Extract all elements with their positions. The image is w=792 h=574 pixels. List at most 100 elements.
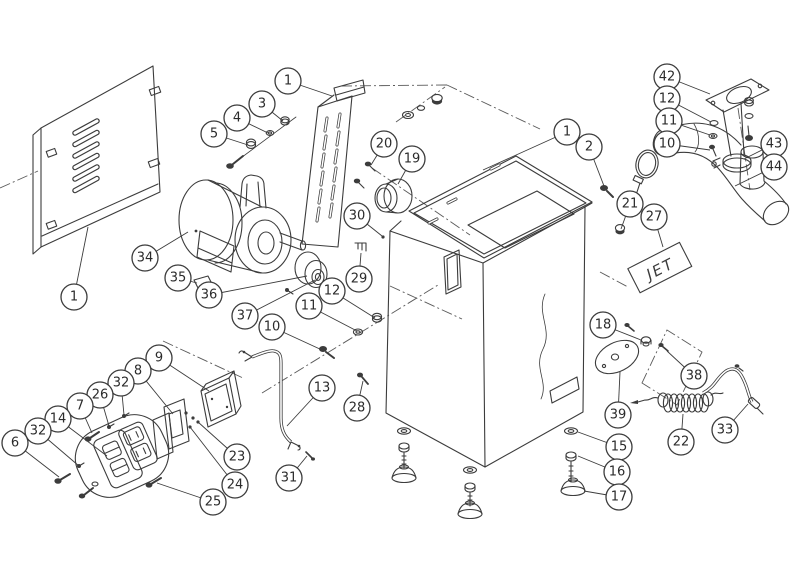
callout-36: 36 xyxy=(195,275,308,309)
callout-10: 10 xyxy=(258,313,323,351)
switch-box xyxy=(200,370,242,428)
svg-text:44: 44 xyxy=(766,160,783,175)
foot-assembly-right xyxy=(560,427,586,497)
switch-box-screws xyxy=(54,411,200,499)
callout-6: 6 xyxy=(1,429,60,478)
svg-text:33: 33 xyxy=(717,423,734,438)
svg-text:12: 12 xyxy=(324,284,341,299)
svg-text:24: 24 xyxy=(227,478,244,493)
svg-text:25: 25 xyxy=(205,495,222,510)
svg-text:39: 39 xyxy=(610,408,627,423)
callout-3: 3 xyxy=(248,90,284,122)
svg-text:32: 32 xyxy=(30,424,47,439)
callout-32: 32 xyxy=(24,417,80,467)
receptacle xyxy=(118,421,158,471)
svg-text:1: 1 xyxy=(563,125,571,140)
mount-plate-assembly xyxy=(594,323,669,375)
svg-text:8: 8 xyxy=(134,364,142,379)
svg-text:31: 31 xyxy=(281,471,298,486)
svg-text:11: 11 xyxy=(301,299,318,314)
callouts-layer: 1134520193029121110343536371221274212111… xyxy=(1,63,788,516)
svg-text:42: 42 xyxy=(659,70,676,85)
svg-text:20: 20 xyxy=(376,137,393,152)
svg-text:3: 3 xyxy=(258,97,266,112)
callout-24: 24 xyxy=(189,426,249,499)
callout-31: 31 xyxy=(275,455,308,492)
svg-text:13: 13 xyxy=(314,381,331,396)
callout-25: 25 xyxy=(156,482,227,516)
svg-text:26: 26 xyxy=(92,388,109,403)
foot-assembly-left xyxy=(391,427,417,484)
callout-34: 34 xyxy=(131,231,189,272)
callout-30: 30 xyxy=(343,202,383,237)
cabinet-sticker xyxy=(443,249,462,295)
svg-text:1: 1 xyxy=(70,290,78,305)
switch-box-assembly xyxy=(54,370,242,499)
callout-13: 13 xyxy=(286,374,336,427)
svg-text:1: 1 xyxy=(284,74,292,89)
clip-29 xyxy=(354,242,367,252)
louvered-panel xyxy=(32,65,162,255)
svg-text:10: 10 xyxy=(264,320,281,335)
callout-12: 12 xyxy=(318,277,376,319)
callout-33: 33 xyxy=(711,403,749,444)
motor xyxy=(178,174,307,289)
svg-text:43: 43 xyxy=(766,137,783,152)
switch-plate xyxy=(93,429,143,489)
callout-28: 28 xyxy=(343,380,371,422)
svg-text:19: 19 xyxy=(404,152,421,167)
callout-1: 1 xyxy=(482,118,581,171)
cabinet-screws xyxy=(305,372,369,461)
svg-text:38: 38 xyxy=(686,369,703,384)
bracket-slots xyxy=(315,112,342,223)
inlet-collar xyxy=(353,161,413,214)
exhaust-flange-assembly xyxy=(705,78,770,173)
svg-text:7: 7 xyxy=(76,399,84,414)
power-cable-13 xyxy=(238,349,301,451)
callout-32: 32 xyxy=(107,369,135,416)
callout-38: 38 xyxy=(666,350,708,390)
callout-10: 10 xyxy=(653,130,711,158)
callout-27: 27 xyxy=(640,203,668,248)
bracket-fasteners xyxy=(226,116,297,169)
callout-16: 16 xyxy=(577,455,631,486)
callout-29: 29 xyxy=(345,252,373,293)
brand-plate: JET xyxy=(627,241,693,294)
callout-19: 19 xyxy=(397,145,426,185)
top-fastener-chain xyxy=(401,93,443,120)
callout-22: 22 xyxy=(667,413,695,456)
hose-clamp xyxy=(632,149,659,193)
svg-text:11: 11 xyxy=(661,114,678,129)
svg-text:28: 28 xyxy=(349,401,366,416)
callout-1: 1 xyxy=(60,226,89,311)
callout-11: 11 xyxy=(295,292,358,332)
cable-33 xyxy=(702,364,764,415)
svg-text:27: 27 xyxy=(646,210,663,225)
svg-text:18: 18 xyxy=(595,318,612,333)
detail-bubble xyxy=(74,414,170,498)
callout-5: 5 xyxy=(200,120,249,148)
callout-11: 11 xyxy=(655,107,711,136)
callout-44: 44 xyxy=(734,153,788,187)
callout-7: 7 xyxy=(66,392,94,434)
callout-9: 9 xyxy=(145,344,210,392)
svg-text:29: 29 xyxy=(351,272,368,287)
louver-slots xyxy=(72,118,100,194)
callout-42: 42 xyxy=(653,63,711,95)
svg-text:6: 6 xyxy=(11,436,19,451)
callout-2: 2 xyxy=(575,133,605,187)
callout-20: 20 xyxy=(370,130,398,166)
svg-text:30: 30 xyxy=(349,209,366,224)
callout-26: 26 xyxy=(86,381,114,427)
lid-bolt xyxy=(600,185,608,191)
svg-text:34: 34 xyxy=(137,251,154,266)
spring xyxy=(630,391,724,413)
callout-1: 1 xyxy=(274,67,333,97)
svg-text:22: 22 xyxy=(673,435,690,450)
svg-text:17: 17 xyxy=(611,490,628,505)
callout-14: 14 xyxy=(44,405,108,457)
callout-17: 17 xyxy=(583,483,633,511)
motor-bracket xyxy=(301,79,366,248)
